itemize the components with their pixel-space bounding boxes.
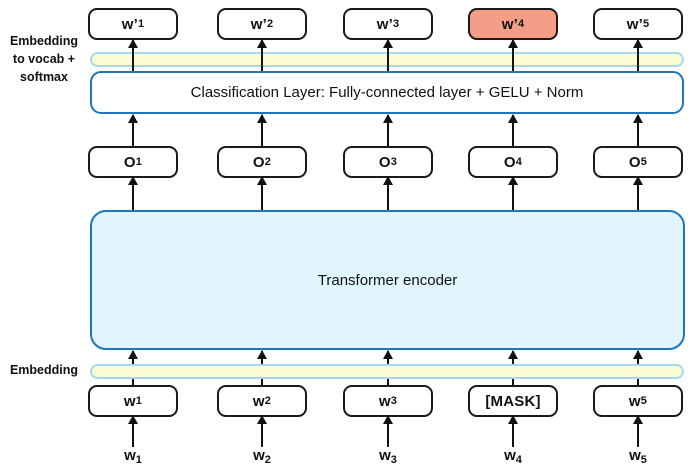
classification-layer-label: Classification Layer: Fully-connected la… — [190, 84, 584, 101]
arrow-up-icon — [508, 176, 518, 210]
arrow-up-icon — [508, 415, 518, 447]
arrow-up-icon — [508, 39, 518, 71]
transformer-encoder-label: Transformer encoder — [317, 271, 458, 289]
arrow-up-icon — [383, 176, 393, 210]
output-node-4-masked-prediction: w’4 — [468, 8, 558, 40]
arrow-up-icon — [128, 176, 138, 210]
arrow-up-icon — [257, 415, 267, 447]
arrow-up-icon — [128, 415, 138, 447]
arrow-up-icon — [633, 176, 643, 210]
output-node-3: w’3 — [343, 8, 433, 40]
arrow-up-icon — [508, 114, 518, 146]
input-embedding-bar — [90, 364, 684, 379]
output-node-1: w’1 — [88, 8, 178, 40]
input-word-label-5: w5 — [629, 447, 647, 466]
input-word-label-2: w2 — [253, 447, 271, 466]
arrow-up-icon — [128, 39, 138, 71]
input-word-label-4: w4 — [504, 447, 522, 466]
input-word-label-1: w1 — [124, 447, 142, 466]
arrow-up-icon — [633, 114, 643, 146]
arrow-up-icon — [257, 114, 267, 146]
input-node-4-mask-token: [MASK] — [468, 385, 558, 417]
arrow-up-icon — [128, 114, 138, 146]
arrow-up-icon — [257, 176, 267, 210]
embedding-to-vocab-softmax-label: Embedding to vocab + softmax — [9, 34, 79, 84]
classification-layer-box: Classification Layer: Fully-connected la… — [90, 71, 684, 114]
input-word-label-3: w3 — [379, 447, 397, 466]
arrow-up-icon — [633, 39, 643, 71]
transformer-encoder-box: Transformer encoder — [90, 210, 685, 350]
arrow-up-icon — [383, 114, 393, 146]
arrow-up-icon — [383, 415, 393, 447]
arrow-up-icon — [633, 415, 643, 447]
output-node-2: w’2 — [217, 8, 307, 40]
output-node-5: w’5 — [593, 8, 683, 40]
arrow-up-icon — [383, 39, 393, 71]
embedding-label: Embedding — [9, 363, 79, 377]
arrow-up-icon — [257, 39, 267, 71]
